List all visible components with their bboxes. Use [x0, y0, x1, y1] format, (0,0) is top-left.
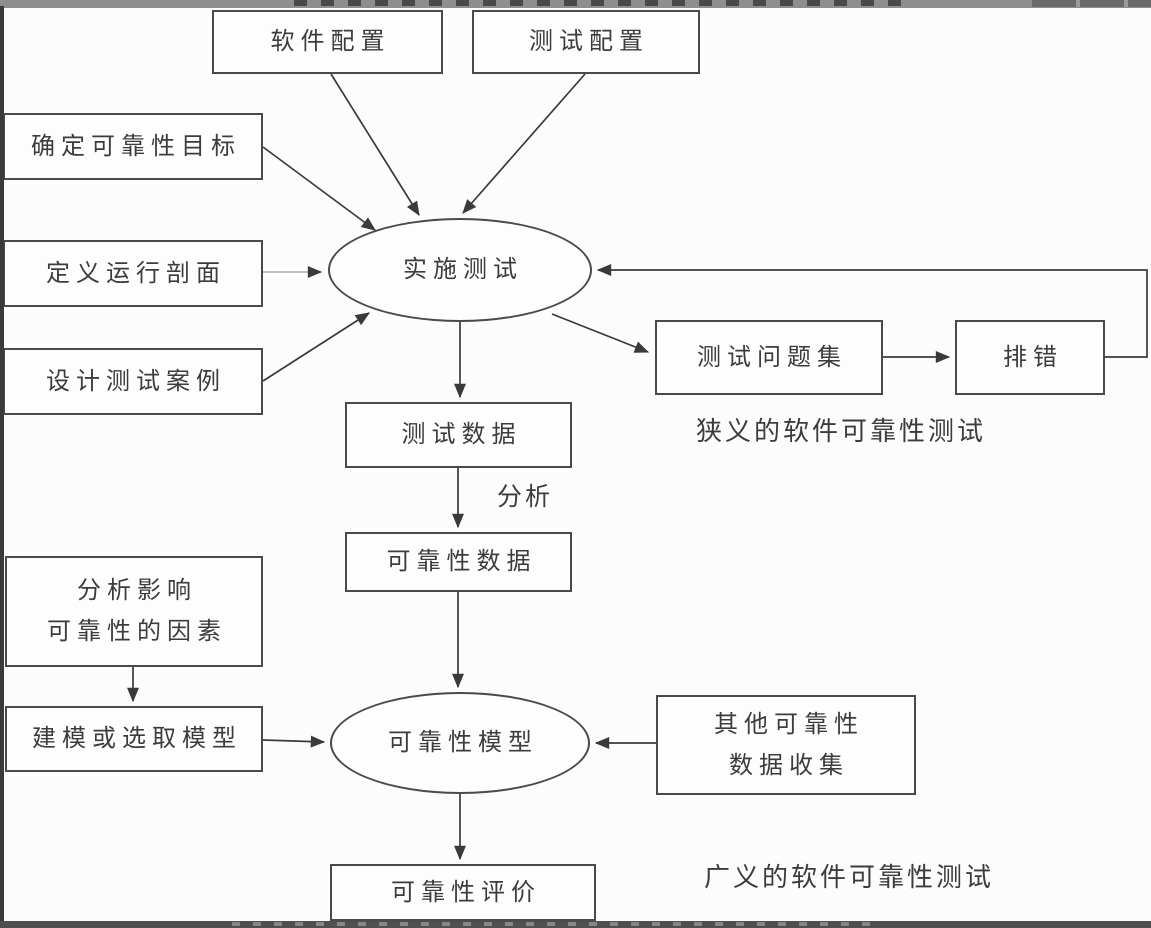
node-label: 实施测试: [403, 255, 523, 284]
node-define-operational-profile: 定义运行剖面: [3, 240, 263, 307]
node-label: 可靠性评价: [391, 877, 541, 906]
analysis-label: 分析: [497, 482, 554, 511]
node-debug: 排错: [955, 320, 1105, 395]
clipped-bottom-scan-bar: [0, 921, 1151, 928]
node-determine-reliability-goal: 确定可靠性目标: [3, 113, 263, 180]
node-reliability-data: 可靠性数据: [345, 532, 572, 592]
edge-design-cases-to-implement-test: [262, 312, 371, 382]
node-label: 分析影响: [77, 576, 197, 605]
node-label: 测试配置: [529, 27, 649, 56]
clipped-top-scan-bar: [0, 0, 1151, 8]
node-reliability-evaluation: 可靠性评价: [330, 864, 596, 921]
scan-left-edge: [0, 6, 4, 924]
clipped-corner-shapes: [1032, 0, 1151, 7]
node-test-problem-set: 测试问题集: [655, 320, 883, 395]
edge-debug-feedback-to-implement-test: [596, 264, 1148, 358]
node-label: 可靠性数据: [386, 547, 537, 576]
node-factors-affecting-reliability: 分析影响可靠性的因素: [5, 556, 263, 667]
broad-sense-label: 广义的软件可靠性测试: [704, 863, 995, 893]
node-label: 确定可靠性目标: [31, 131, 241, 160]
node-build-or-select-model: 建模或选取模型: [5, 706, 263, 772]
clipped-caption-text: [285, 0, 905, 6]
edge-software-config-to-implement-test: [330, 73, 420, 217]
edge-implement-test-to-test-problem-set: [551, 313, 650, 353]
node-test-config: 测试配置: [472, 10, 700, 74]
node-implement-test: 实施测试: [328, 218, 592, 322]
clipped-bottom-text: [225, 922, 875, 926]
node-label: 设计测试案例: [46, 366, 226, 395]
node-software-config: 软件配置: [212, 10, 443, 74]
node-label: 软件配置: [270, 27, 391, 56]
node-other-reliability-data-collection: 其他可靠性数据收集: [656, 695, 916, 795]
node-label: 其他可靠性: [714, 709, 864, 738]
node-label: 排错: [1003, 342, 1063, 371]
node-label: 可靠性的因素: [47, 617, 227, 645]
node-label: 测试问题集: [697, 342, 847, 371]
narrow-sense-label: 狭义的软件可靠性测试: [696, 417, 987, 447]
node-reliability-model: 可靠性模型: [330, 692, 590, 794]
edge-test-config-to-implement-test: [462, 73, 586, 214]
node-label: 可靠性模型: [388, 728, 538, 757]
node-label: 数据收集: [729, 750, 849, 779]
node-label: 建模或选取模型: [32, 724, 242, 753]
node-design-test-cases: 设计测试案例: [3, 348, 263, 415]
edge-build-model-to-reliability-model: [262, 735, 326, 748]
node-label: 测试数据: [401, 420, 522, 449]
node-label: 定义运行剖面: [46, 258, 226, 287]
edge-determine-goal-to-implement-test: [262, 146, 376, 231]
node-test-data: 测试数据: [345, 402, 572, 468]
